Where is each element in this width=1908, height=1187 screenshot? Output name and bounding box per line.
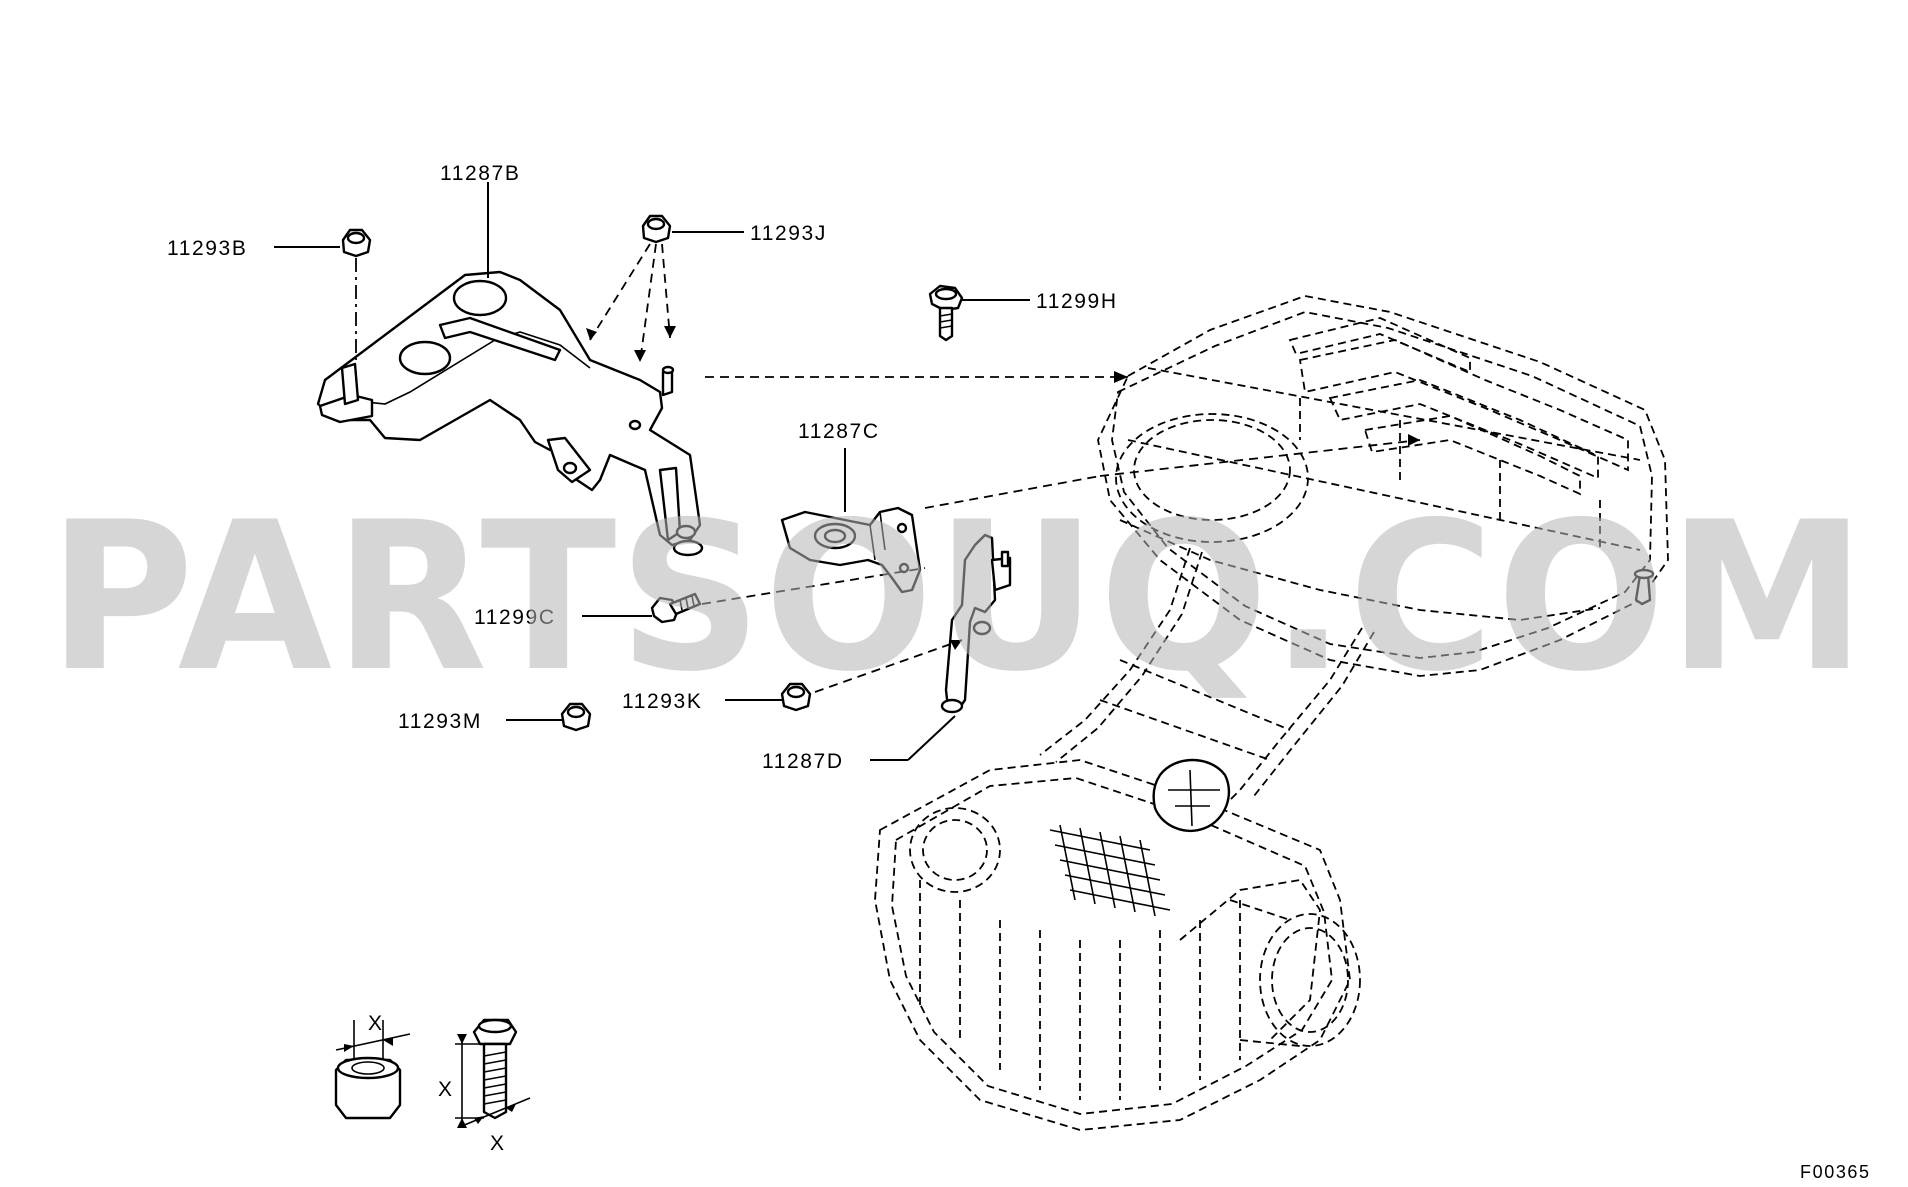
bolt-11299c[interactable] [650,592,702,624]
dimension-mark-bolt-length: X [438,1078,454,1101]
callout-nut-k[interactable]: 11293K [622,690,702,713]
legend-nut-icon [334,1020,411,1120]
callout-nut-group[interactable]: 11293J [750,222,827,245]
legend-bolt-icon [455,1018,531,1128]
nut-11293b[interactable] [341,228,372,258]
size-legend: X X X [334,1012,531,1155]
air-cleaner-box-outline [874,759,1351,1131]
callout-bracket-main[interactable]: 11287B [440,162,520,185]
callout-bolt-top[interactable]: 11299H [1036,290,1118,313]
callout-bracket-small[interactable]: 11287D [762,750,844,773]
callout-bolt-mid[interactable]: 11299C [474,606,556,629]
callout-nut-m[interactable]: 11293M [398,710,482,733]
callout-bracket-mid[interactable]: 11287C [798,420,880,443]
bracket-11287b[interactable] [316,270,704,557]
intake-duct-outline [1039,547,1375,811]
dimension-mark-nut: X [368,1012,384,1035]
figure-code: F00365 [1800,1162,1871,1182]
outlet-pipe-outline [1229,899,1361,1047]
watermark: PARTSOUQ.COM [48,479,1868,717]
arrowheads [586,326,1420,650]
leader-lines [274,182,1030,761]
bracket-11287d[interactable] [940,533,1012,714]
bolt-11299h[interactable] [928,284,964,342]
nut-11293m[interactable] [560,702,592,732]
nut-11293j[interactable] [641,214,672,244]
bracket-11287c[interactable] [780,506,922,594]
dimension-mark-bolt-diameter: X [490,1132,506,1155]
nut-11293k[interactable] [780,682,812,712]
assembly-lines [355,243,1421,693]
sensor-grille [1049,758,1231,917]
callout-nut-left[interactable]: 11293B [167,237,247,260]
cover-stud [1633,568,1655,606]
air-cleaner-cover-outline [1097,295,1669,677]
